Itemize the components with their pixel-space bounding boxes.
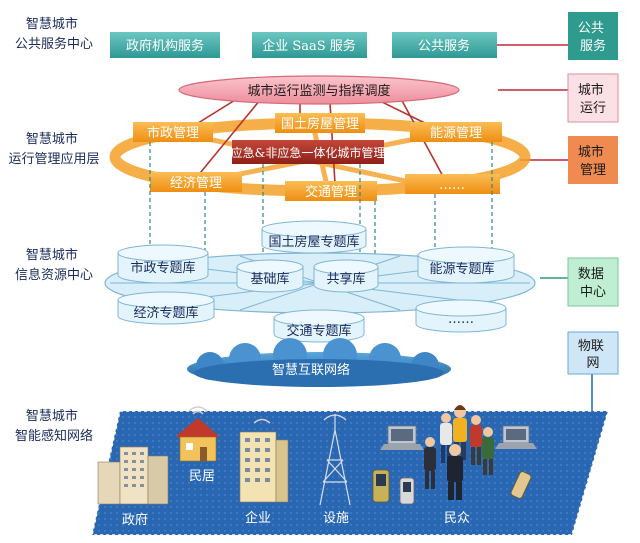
db-label-energy: 能源专题库	[429, 261, 494, 277]
op-box-land[interactable]: 国土房屋管理	[275, 113, 365, 133]
db-label-traffic: 交通专题库	[286, 323, 351, 339]
layer-label-resource: 智慧城市 信息资源中心	[15, 247, 93, 283]
monitor-label: 城市运行监测与指挥调度	[247, 83, 390, 99]
db-label-municipal: 市政专题库	[130, 260, 195, 276]
tag-data-center	[567, 257, 619, 307]
op-box-traffic[interactable]: 交通管理	[285, 181, 377, 201]
op-label-economy: 经济管理	[170, 176, 222, 191]
facility-tower-icon	[319, 414, 351, 506]
op-box-more[interactable]: ……	[405, 174, 500, 194]
sensing-floor	[91, 410, 609, 536]
db-label-economy: 经济专题库	[133, 305, 198, 321]
op-label-traffic: 交通管理	[305, 184, 357, 200]
monitor-ellipse[interactable]	[178, 75, 460, 105]
service-bar-public[interactable]	[392, 32, 497, 58]
service-bar-saas[interactable]	[252, 32, 367, 58]
phone-icon-2	[399, 477, 415, 505]
tag-city-manage	[568, 136, 618, 184]
db-label-land: 国土房屋专题库	[268, 234, 359, 250]
sensing-label-home: 民居	[189, 469, 215, 484]
op-label-energy: 能源管理	[430, 126, 482, 141]
op-box-energy[interactable]: 能源管理	[410, 122, 502, 142]
sensing-label-ent: 企业	[245, 510, 271, 526]
db-label-more: ……	[448, 312, 474, 327]
tag-public-service	[568, 12, 618, 60]
government-building-icon	[97, 446, 169, 505]
service-bar-government[interactable]	[110, 32, 220, 58]
layer-label-operation: 智慧城市 运行管理应用层	[8, 131, 99, 167]
house-icon	[175, 406, 220, 462]
op-label-municipal: 市政管理	[147, 125, 199, 141]
tag-city-manage-text: 城市 管理	[578, 144, 608, 178]
laptop-icon-right	[495, 425, 537, 449]
service-label-saas: 企业 SaaS 服务	[262, 38, 356, 54]
sensing-label-people: 民众	[444, 511, 470, 526]
tag-city-run-text: 城市 运行	[578, 82, 608, 116]
tag-iot	[567, 331, 619, 375]
db-traffic[interactable]: 交通专题库	[273, 309, 365, 343]
db-more[interactable]: ……	[415, 299, 507, 333]
op-label-more: ……	[439, 178, 465, 193]
layer-label-public-service: 智慧城市 公共服务中心	[15, 16, 93, 52]
db-shared[interactable]: 共享库	[313, 259, 379, 293]
op-box-municipal[interactable]: 市政管理	[133, 122, 213, 142]
phone-icon	[372, 469, 390, 503]
db-label-base: 基础库	[250, 271, 289, 287]
emergency-label: 应急&非应急一体化城市管理	[231, 145, 386, 160]
service-label-government: 政府机构服务	[126, 38, 204, 54]
laptop-icon	[380, 425, 424, 450]
sensing-label-fac: 设施	[323, 511, 349, 526]
tag-iot-text: 物联 网	[578, 339, 608, 371]
op-box-economy[interactable]: 经济管理	[150, 172, 242, 192]
tag-public-service-text: 公共 服务	[578, 21, 608, 54]
service-label-public: 公共服务	[418, 38, 470, 54]
network-label: 智慧互联网络	[272, 362, 350, 378]
op-label-land: 国土房屋管理	[281, 116, 359, 132]
tag-data-center-text: 数据 中心	[578, 267, 608, 300]
db-economy[interactable]: 经济专题库	[117, 291, 215, 325]
db-base[interactable]: 基础库	[236, 259, 304, 293]
db-land[interactable]: 国土房屋专题库	[261, 220, 367, 254]
people-icon	[424, 405, 494, 500]
enterprise-building-icon	[239, 418, 289, 503]
layer-label-sensing: 智慧城市 智能感知网络	[15, 408, 93, 444]
db-label-shared: 共享库	[326, 271, 365, 287]
sensing-label-gov: 政府	[122, 513, 148, 528]
db-municipal[interactable]: 市政专题库	[117, 244, 209, 284]
db-energy[interactable]: 能源专题库	[417, 246, 515, 284]
network-cloud	[187, 338, 451, 387]
phone-icon-3	[510, 471, 532, 499]
tag-city-run	[567, 73, 619, 123]
emergency-box[interactable]	[232, 140, 384, 164]
